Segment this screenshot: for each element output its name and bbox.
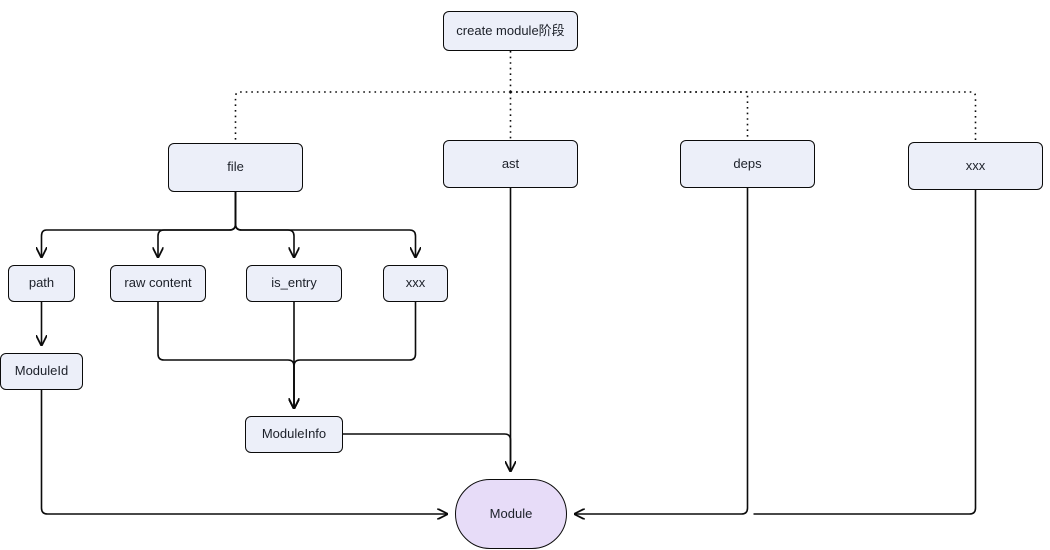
node-create-module[interactable]: create module阶段 <box>443 11 578 51</box>
node-create-module-label: create module阶段 <box>456 22 565 38</box>
node-raw-content[interactable]: raw content <box>110 265 206 302</box>
edge-file-fanout <box>42 192 416 257</box>
edge-moduleid-module <box>40 390 448 514</box>
edge-moduleinfo-module <box>343 433 512 471</box>
edge-right-module <box>575 188 977 514</box>
node-deps-label: deps <box>733 155 762 171</box>
node-ast[interactable]: ast <box>443 140 578 188</box>
node-ast-label: ast <box>501 155 520 171</box>
node-xxx-leaf-label: xxx <box>405 275 426 291</box>
node-module-info[interactable]: ModuleInfo <box>245 416 343 453</box>
node-deps[interactable]: deps <box>680 140 815 188</box>
node-xxx-top[interactable]: xxx <box>908 142 1043 190</box>
node-is-entry-label: is_entry <box>271 275 317 291</box>
node-module[interactable]: Module <box>455 479 567 549</box>
edge-create-module-fanout <box>234 51 977 143</box>
node-module-id[interactable]: ModuleId <box>0 353 83 390</box>
node-module-info-label: ModuleInfo <box>261 426 327 442</box>
node-module-label: Module <box>489 505 533 521</box>
node-xxx-top-label: xxx <box>965 157 986 173</box>
node-file[interactable]: file <box>168 143 303 192</box>
node-path-label: path <box>28 275 55 291</box>
node-module-id-label: ModuleId <box>14 363 69 379</box>
node-path[interactable]: path <box>8 265 75 302</box>
node-xxx-leaf[interactable]: xxx <box>383 265 448 302</box>
node-raw-content-label: raw content <box>124 275 192 291</box>
node-is-entry[interactable]: is_entry <box>246 265 342 302</box>
node-file-label: file <box>227 159 244 175</box>
edge-leaves-moduleinfo <box>157 302 417 408</box>
